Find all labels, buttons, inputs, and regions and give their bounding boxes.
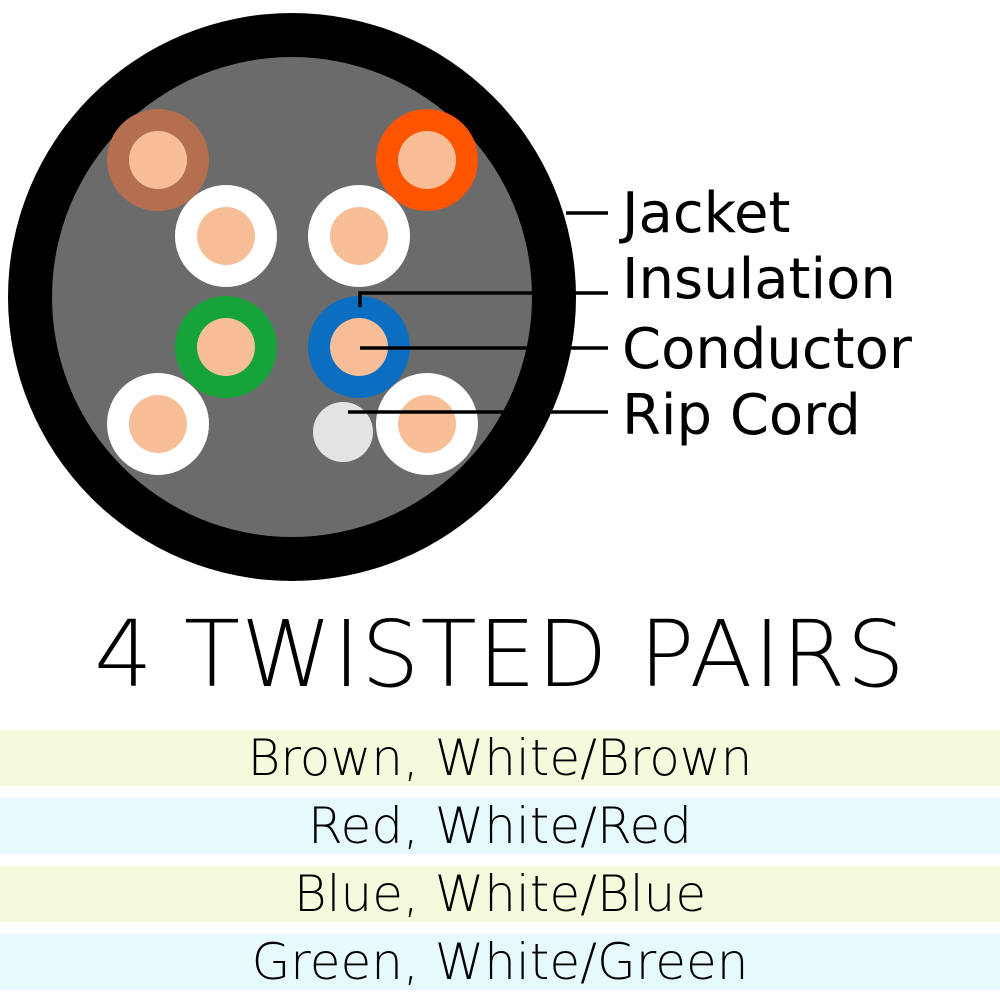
cable-cross-section-diagram [8, 13, 608, 581]
callout-label-insulation: Insulation [622, 247, 896, 312]
wire-white-green [107, 373, 209, 475]
leader-line-insulation [358, 291, 608, 307]
pair-row-green: Green, White/Green [0, 934, 1000, 990]
pair-row-brown: Brown, White/Brown [0, 730, 1000, 786]
callout-label-rip-cord: Rip Cord [622, 383, 861, 448]
pairs-list: Brown, White/Brown Red, White/Red Blue, … [0, 730, 1000, 1002]
wire-white-brown [175, 185, 277, 287]
pair-row-red: Red, White/Red [0, 798, 1000, 854]
callout-label-jacket: Jacket [622, 181, 791, 246]
wire-white-blue [376, 373, 478, 475]
callout-label-conductor: Conductor [622, 317, 912, 382]
wire-red [376, 109, 478, 211]
rip-cord [313, 402, 373, 462]
wire-white-red [308, 185, 410, 287]
wire-blue [308, 296, 410, 398]
callout-leader-lines [348, 211, 608, 414]
diagram-title: 4 TWISTED PAIRS [94, 601, 906, 708]
pair-row-blue: Blue, White/Blue [0, 866, 1000, 922]
wire-brown [107, 109, 209, 211]
wire-green [175, 296, 277, 398]
